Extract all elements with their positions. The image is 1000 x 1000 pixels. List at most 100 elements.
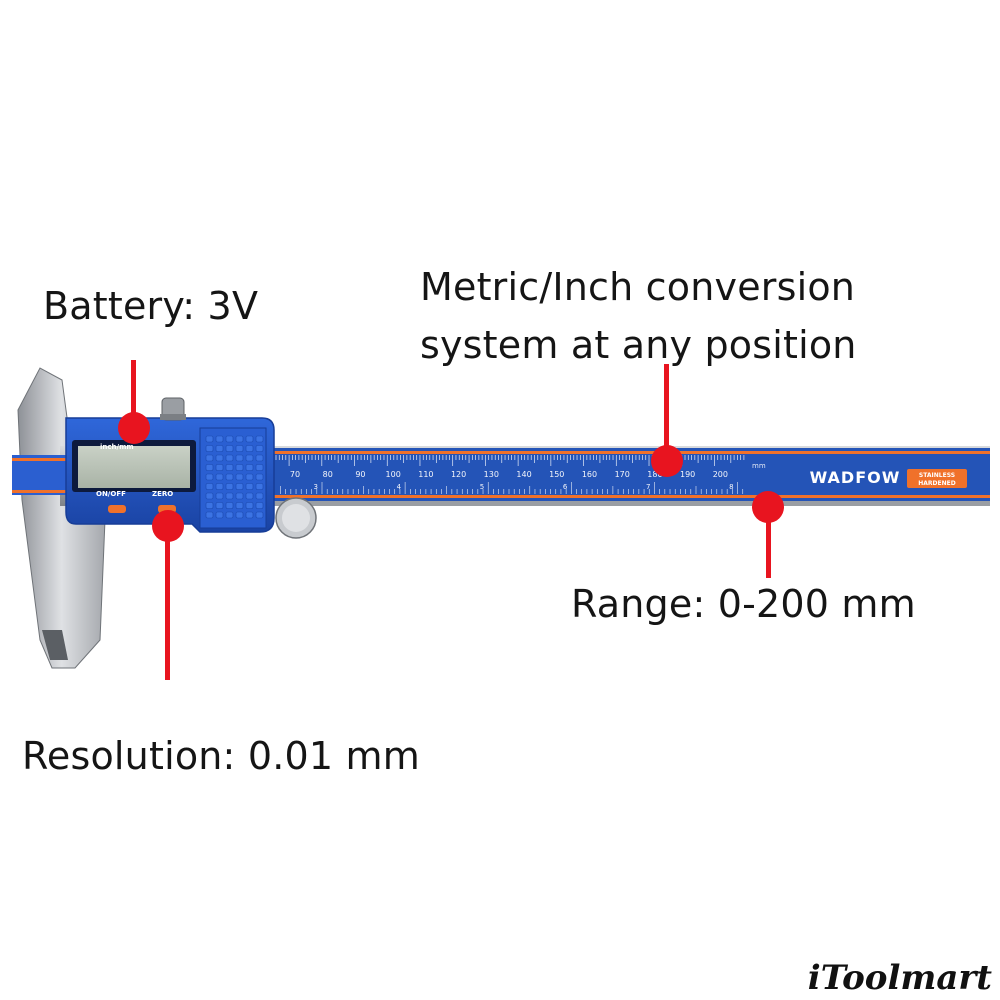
outside-jaw [17, 367, 106, 669]
grip-ridge [245, 435, 254, 443]
grip-ridge [215, 454, 224, 462]
grip-ridge [215, 464, 224, 471]
grip-ridge [235, 445, 244, 452]
battery-callout-dot [118, 412, 150, 444]
grip-ridge [235, 492, 244, 500]
range-callout-line [766, 510, 771, 578]
scale-label-mm: 70 [290, 470, 300, 479]
zero-label: ZERO [152, 490, 173, 498]
grip-ridge [225, 435, 234, 443]
scale-label-mm: 180 [647, 470, 662, 479]
grip-ridge [245, 511, 254, 519]
grip-ridge [245, 445, 254, 452]
scale-label-mm: 140 [516, 470, 531, 479]
grip-ridge [205, 511, 214, 519]
locking-screw[interactable] [160, 397, 186, 421]
scale-label-mm: 200 [713, 470, 728, 479]
grip-ridge [235, 511, 244, 519]
itoolmart-logo: iToolmart [807, 958, 992, 998]
grip-ridge [235, 483, 244, 490]
grip-ridge [225, 473, 234, 481]
scale-label-mm: 110 [418, 470, 433, 479]
metric-inch-callout-line1: Metric/Inch conversion [420, 265, 856, 309]
scale-label-mm: 160 [582, 470, 597, 479]
grip-ridge [205, 473, 214, 481]
metric-callout-dot [651, 445, 683, 477]
grip-ridge [225, 464, 234, 471]
scale-label-inch: 7 [646, 483, 650, 491]
digital-caliper: 70 80 90 100 110 120 130 140 150 160 170 180 190 200 3… [12, 360, 990, 680]
badge-line2: HARDENED [918, 480, 955, 487]
battery-callout: Battery: 3V [43, 284, 259, 328]
scale-label-mm: 100 [386, 470, 401, 479]
scale-label-inch: 5 [480, 483, 484, 491]
battery-callout-line [131, 360, 136, 423]
grip-ridge [255, 445, 264, 452]
grip-ridge [205, 492, 214, 500]
grip-ridge [205, 464, 214, 471]
scale-label-mm: 130 [484, 470, 499, 479]
grip-ridge [215, 445, 224, 452]
grip-ridge [245, 473, 254, 481]
grip-ridge [245, 502, 254, 509]
resolution-callout-dot [152, 510, 184, 542]
scale-unit: mm [752, 462, 766, 470]
range-callout-dot [752, 491, 784, 523]
grip-ridge [255, 492, 264, 500]
thumb-wheel[interactable] [275, 497, 317, 539]
scale-label-inch: 4 [397, 483, 402, 491]
grip-ridge [205, 502, 214, 509]
grip-ridge [255, 464, 264, 471]
on-off-label: ON/OFF [96, 490, 126, 498]
grip-ridge [215, 511, 224, 519]
grip-ridge [245, 492, 254, 500]
scale-label-mm: 170 [615, 470, 630, 479]
grip-ridge [255, 435, 264, 443]
grip-ridge [215, 483, 224, 490]
scale-label-mm: 80 [323, 470, 333, 479]
lcd-display [72, 440, 196, 492]
scale-label-inch: 6 [563, 483, 568, 491]
resolution-callout: Resolution: 0.01 mm [22, 734, 420, 778]
scale-label-mm: 190 [680, 470, 695, 479]
scale-label-mm: 90 [355, 470, 365, 479]
grip-ridge [225, 445, 234, 452]
grip-ridge [245, 464, 254, 471]
scale-label-mm: 120 [451, 470, 466, 479]
grip-ridge [225, 511, 234, 519]
grip-ridge [255, 473, 264, 481]
grip-ridge [255, 502, 264, 509]
grip-ridge [235, 464, 244, 471]
grip-ridge [215, 473, 224, 481]
metric-inch-callout: Metric/Inch conversion system at any pos… [420, 258, 857, 374]
grip-ridge [225, 492, 234, 500]
grip-ridge [245, 454, 254, 462]
grip-ridge [225, 483, 234, 490]
stainless-badge [907, 469, 967, 488]
badge-line1: STAINLESS [919, 472, 955, 479]
grip-ridge [205, 445, 214, 452]
grip-ridge [255, 511, 264, 519]
grip-ridge [255, 483, 264, 490]
metric-inch-callout-line2: system at any position [420, 323, 857, 367]
wadfow-logo: WADFOW [810, 468, 901, 487]
grip-ridge [235, 473, 244, 481]
grip-ridge [215, 492, 224, 500]
range-callout: Range: 0-200 mm [571, 582, 916, 626]
grip-ridge [235, 454, 244, 462]
grip-ridge [245, 483, 254, 490]
on-off-button[interactable] [108, 505, 126, 513]
grip-ridge [235, 435, 244, 443]
grip-ridge [225, 502, 234, 509]
grip-ridge [205, 483, 214, 490]
scale-label-inch: 8 [729, 483, 733, 491]
resolution-callout-line [165, 530, 170, 680]
grip-ridge [225, 454, 234, 462]
scale-label-mm: 150 [549, 470, 564, 479]
grip-ridge [255, 454, 264, 462]
grip-ridge [205, 454, 214, 462]
scale-label-inch: 3 [314, 483, 318, 491]
grip-ridge [205, 435, 214, 443]
metric-callout-line [664, 364, 669, 460]
grip-ridge [215, 502, 224, 509]
